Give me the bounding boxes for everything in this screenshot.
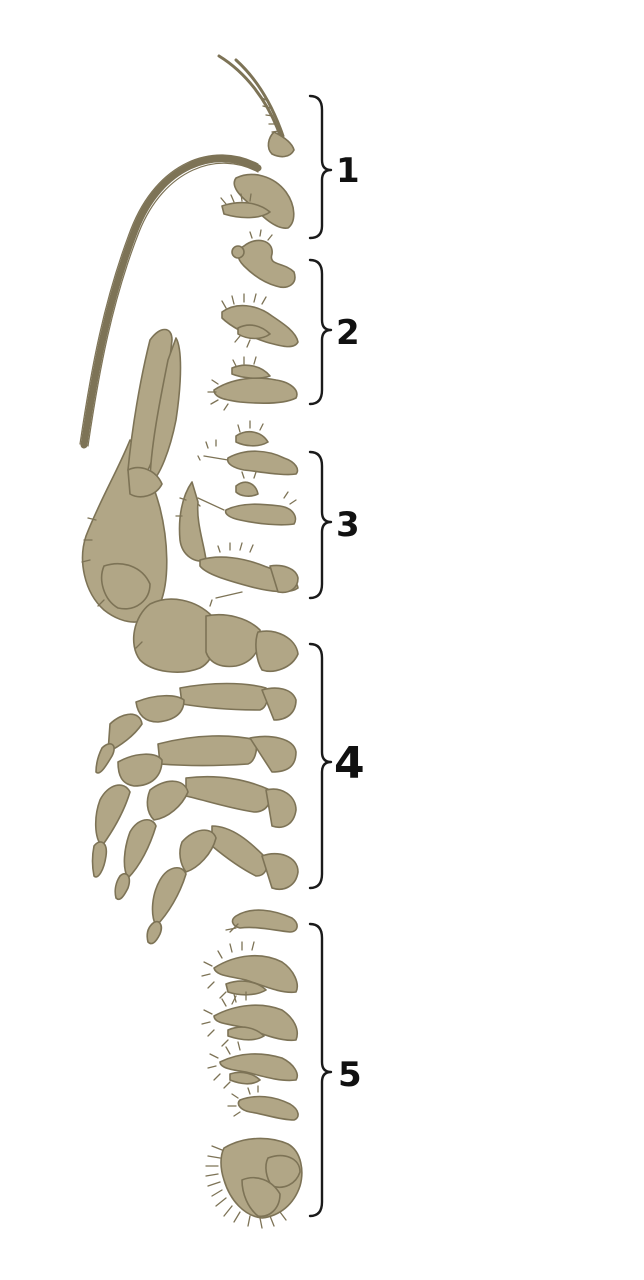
second-swimmeret — [201, 941, 298, 1005]
group-5-bracket: 5 — [308, 922, 362, 1218]
uropod — [205, 1137, 303, 1229]
group-5-brace — [308, 922, 333, 1218]
group-3-brace — [308, 450, 333, 600]
fifth-swimmeret — [227, 1085, 299, 1121]
group-2-brace — [308, 258, 333, 406]
group-1-label: 1 — [336, 151, 360, 191]
antennule — [217, 54, 295, 158]
first-maxilliped — [197, 420, 299, 476]
group-1-bracket: 1 — [308, 94, 360, 240]
group-1-brace — [308, 94, 333, 240]
group-5-appendages — [201, 909, 303, 1229]
group-3-bracket: 3 — [308, 450, 360, 600]
group-2-bracket: 2 — [308, 258, 360, 406]
first-swimmeret — [225, 909, 298, 933]
group-2-appendages — [207, 229, 299, 411]
antenna — [79, 154, 295, 449]
group-3-appendages — [175, 420, 299, 607]
third-maxilliped — [175, 481, 299, 607]
group-5-label: 5 — [338, 1055, 362, 1095]
third-swimmeret — [201, 991, 298, 1047]
walking-leg-3 — [114, 775, 297, 901]
walking-leg-4 — [146, 825, 299, 945]
walking-leg-1 — [95, 682, 297, 774]
cheliped — [81, 328, 299, 673]
maxillule — [221, 293, 299, 348]
group-4-label: 4 — [334, 738, 365, 789]
mandible — [231, 229, 296, 288]
second-maxilliped — [195, 471, 297, 526]
group-3-label: 3 — [336, 505, 360, 545]
group-2-label: 2 — [336, 313, 360, 353]
maxilla — [207, 356, 298, 411]
group-4-brace — [308, 642, 333, 890]
walking-leg-2 — [91, 735, 297, 878]
group-4-bracket: 4 — [308, 642, 365, 890]
group-1-appendages — [79, 54, 295, 449]
fourth-swimmeret — [207, 1041, 298, 1089]
group-4-appendages — [91, 682, 299, 945]
